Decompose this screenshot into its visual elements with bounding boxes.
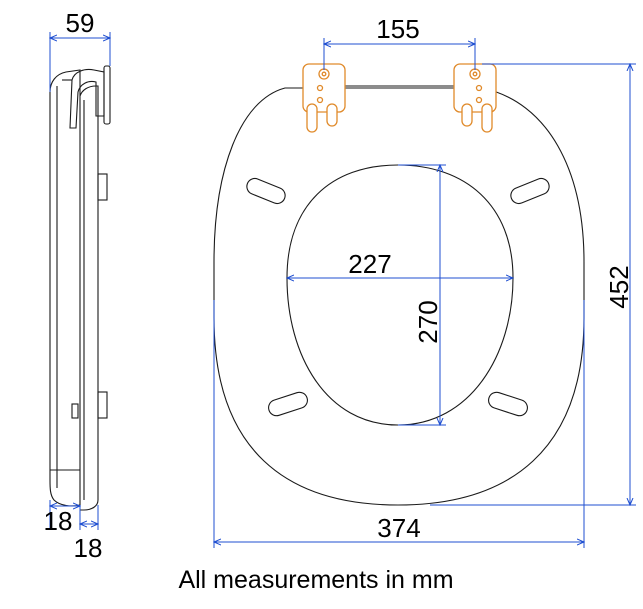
seat-inner-opening [286, 164, 514, 426]
total-width-label: 374 [377, 513, 420, 543]
slot-top-right [510, 177, 550, 205]
slot-top-left [246, 177, 286, 205]
side-width-label: 59 [66, 8, 95, 38]
side-bumper-top [97, 173, 108, 201]
hinge-left [302, 63, 346, 133]
side-lid-outline [49, 69, 81, 507]
side-thickness-label-b: 18 [74, 533, 103, 563]
slot-bottom-right [488, 391, 528, 417]
slot-bottom-left [268, 391, 308, 417]
hinge-spacing-label: 155 [376, 14, 419, 44]
side-thickness-label-a: 18 [44, 506, 73, 536]
hinge-right [453, 63, 497, 133]
side-view [49, 65, 111, 511]
seat-outer-outline [213, 87, 585, 506]
side-dimension-lines [50, 32, 110, 530]
side-hinge [69, 68, 105, 129]
inner-length-label: 270 [413, 300, 443, 343]
side-seat-outline [79, 85, 99, 511]
inner-width-label: 227 [348, 249, 391, 279]
side-hinge-plate [103, 65, 111, 125]
total-length-label: 452 [604, 265, 634, 308]
side-bumper-bottom [97, 391, 108, 419]
side-bumper-small [71, 403, 79, 419]
measurement-caption: All measurements in mm [178, 566, 453, 594]
top-view [213, 85, 585, 506]
top-dimension-lines [214, 38, 636, 548]
